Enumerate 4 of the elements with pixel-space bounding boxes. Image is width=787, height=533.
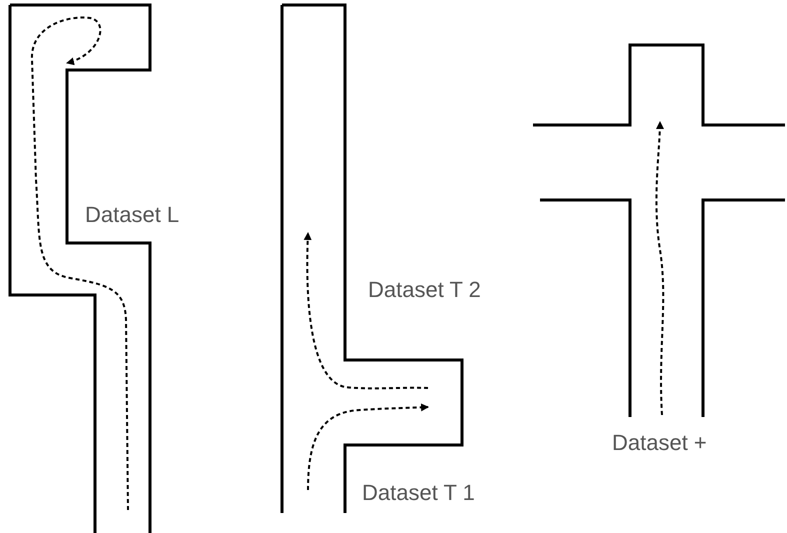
dataset-label: Dataset T 2 — [368, 279, 481, 301]
dataset-label: Dataset + — [612, 432, 707, 454]
dataset-label: Dataset L — [85, 204, 180, 226]
dataset-label: Dataset T 1 — [362, 482, 475, 504]
